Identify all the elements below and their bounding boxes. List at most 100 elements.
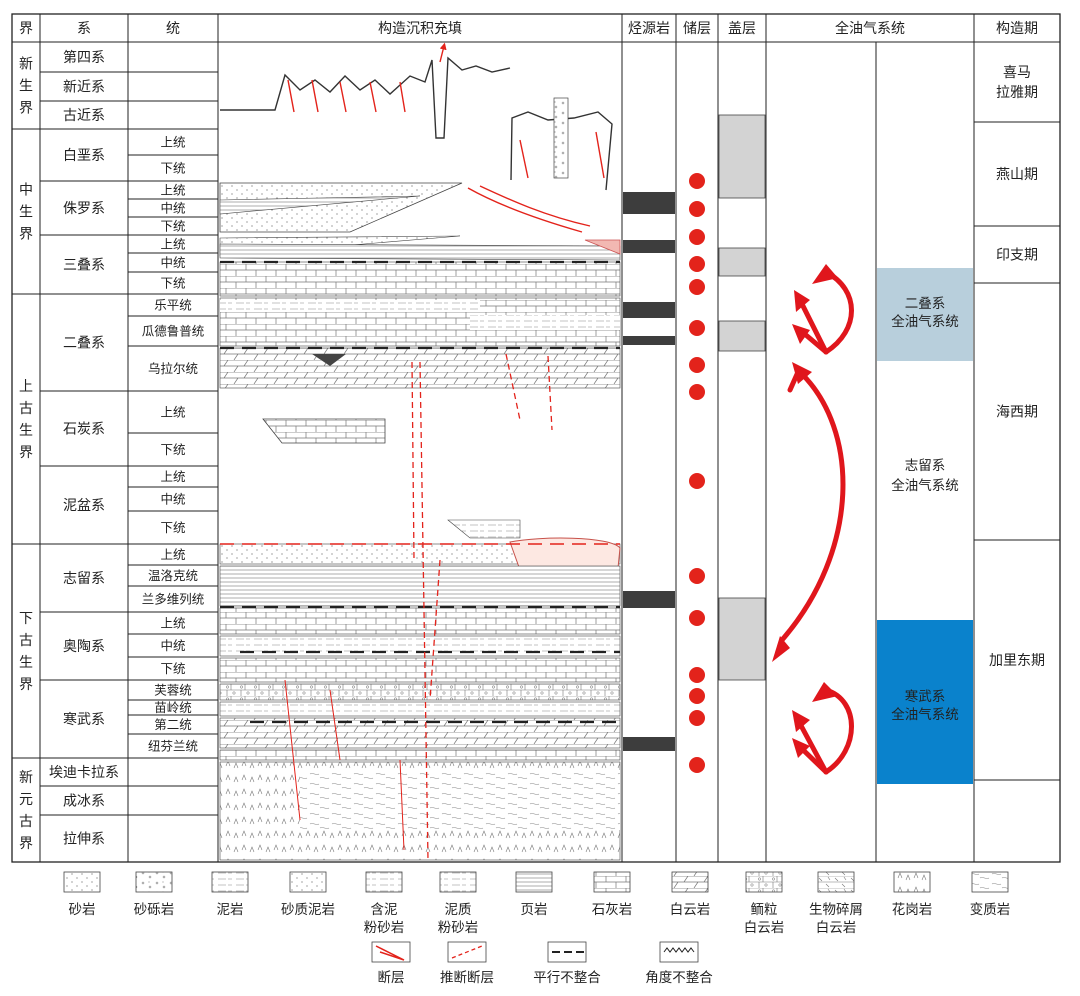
series-label: 下统 xyxy=(160,442,185,457)
era-char-1-0: 中 xyxy=(19,183,33,199)
legend-limestone-box xyxy=(593,871,631,893)
era-char-2-2: 生 xyxy=(19,423,33,439)
era-char-3-0: 下 xyxy=(19,611,33,627)
reservoir-dot xyxy=(689,229,705,245)
tectonic-period-label: 拉雅期 xyxy=(996,85,1038,101)
tectonic-period-label: 海西期 xyxy=(996,405,1038,421)
series-label: 乐平统 xyxy=(154,298,192,313)
system-label: 埃迪卡拉系 xyxy=(49,765,119,781)
era-char-1-1: 生 xyxy=(19,205,33,221)
migration-arrow-silurian xyxy=(779,369,846,643)
reservoir-column xyxy=(689,173,705,773)
tectonic-period-label: 加里东期 xyxy=(989,653,1045,669)
system-label: 寒武系 xyxy=(63,711,105,728)
legend-label-argillaceous-siltstone: 粉砂岩 xyxy=(438,920,479,936)
reservoir-dot xyxy=(689,320,705,336)
header-petroleum-system: 全油气系统 xyxy=(835,20,905,37)
source-rock-triassic xyxy=(623,240,675,253)
cap-rock-triassic xyxy=(718,247,766,277)
permian-system-label-2: 全油气系统 xyxy=(891,313,959,330)
system-label: 泥盆系 xyxy=(63,498,105,514)
legend-conglomerate-box xyxy=(135,871,173,893)
source-rock-permian-upper xyxy=(623,302,675,318)
tectonic-period-label: 燕山期 xyxy=(996,167,1038,183)
series-label: 下统 xyxy=(160,161,185,176)
header-tong: 统 xyxy=(166,21,180,37)
structure-column xyxy=(219,42,621,861)
series-label: 上统 xyxy=(160,469,185,484)
legend-label-oolitic-dolomite: 白云岩 xyxy=(744,920,785,936)
source-rock-silurian xyxy=(623,591,675,608)
series-column: 上统下统上统中统下统上统中统下统乐平统瓜德鲁普统乌拉尔统上统下统上统中统下统上统… xyxy=(142,135,205,754)
era-char-3-3: 界 xyxy=(19,677,33,693)
legend-label-mudstone: 泥岩 xyxy=(217,902,244,918)
source-rock-jurassic xyxy=(623,192,675,214)
header-structure: 构造沉积充填 xyxy=(378,21,462,37)
legend-sandy-mudstone-box xyxy=(289,871,327,893)
era-char-0-1: 生 xyxy=(19,79,33,95)
source-rock-column xyxy=(623,192,675,751)
reservoir-dot xyxy=(689,384,705,400)
source-rock-cambrian xyxy=(623,737,675,751)
reservoir-dot xyxy=(689,667,705,683)
series-label: 下统 xyxy=(160,520,185,535)
legend-mudstone-box xyxy=(211,871,249,893)
cambrian-system-label-2: 全油气系统 xyxy=(891,706,959,723)
system-label: 白垩系 xyxy=(63,148,105,164)
legend-sandstone-box xyxy=(63,871,101,893)
series-label: 上统 xyxy=(160,405,185,420)
header-reservoir: 储层 xyxy=(683,21,711,37)
era-char-4-3: 界 xyxy=(19,836,33,852)
header-tectonic: 构造期 xyxy=(996,21,1038,37)
system-label: 古近系 xyxy=(63,108,105,124)
legend-shale-box xyxy=(515,871,553,893)
legend-label-sandy-mudstone: 砂质泥岩 xyxy=(281,902,335,918)
legend-label-argillaceous-siltstone: 泥质 xyxy=(445,902,472,918)
reservoir-dot xyxy=(689,256,705,272)
legend-label-muddy-siltstone: 含泥 xyxy=(371,902,398,918)
legend-dolomite-box xyxy=(671,871,709,893)
series-label: 乌拉尔统 xyxy=(148,361,198,376)
era-char-4-0: 新 xyxy=(19,770,33,786)
legend-row2: 断层 推断断层 平行不整合 角度不整合 xyxy=(371,941,713,986)
system-label: 新近系 xyxy=(63,80,105,96)
legend-fault-box xyxy=(371,941,411,963)
cap-rock-cretaceous xyxy=(718,114,766,199)
cap-rock-ordovician xyxy=(718,597,766,681)
system-label: 第四系 xyxy=(63,49,105,66)
system-label: 拉伸系 xyxy=(63,832,105,848)
reservoir-dot xyxy=(689,688,705,704)
legend-angular-unconformity-box xyxy=(659,941,699,963)
legend-label-granite: 花岗岩 xyxy=(892,902,933,918)
header-cap: 盖层 xyxy=(728,21,756,37)
legend-label-fault: 断层 xyxy=(378,970,405,986)
legend-label-parallel-unconformity: 平行不整合 xyxy=(533,970,601,986)
legend-argillaceous-siltstone-box xyxy=(439,871,477,893)
legend-label-oolitic-dolomite: 鲕粒 xyxy=(751,902,778,918)
reservoir-dot xyxy=(689,610,705,626)
reservoir-dot xyxy=(689,568,705,584)
legend-label-limestone: 石灰岩 xyxy=(592,902,633,918)
era-char-3-1: 古 xyxy=(19,633,33,649)
series-label: 温洛克统 xyxy=(148,568,198,583)
legend-granite-box xyxy=(893,871,931,893)
source-rock-permian-middle xyxy=(623,336,675,345)
series-label: 苗岭统 xyxy=(154,700,192,715)
cap-rock-permian xyxy=(718,320,766,352)
legend-label-sandstone: 砂岩 xyxy=(69,902,96,918)
series-label: 上统 xyxy=(160,547,185,562)
system-label: 侏罗系 xyxy=(63,201,105,217)
series-label: 上统 xyxy=(160,183,185,198)
series-label: 第二统 xyxy=(154,717,192,732)
permian-system-label-1: 二叠系 xyxy=(905,296,946,312)
series-label: 中统 xyxy=(160,638,185,653)
series-label: 中统 xyxy=(160,255,185,270)
system-label: 石炭系 xyxy=(63,422,105,438)
era-char-2-3: 界 xyxy=(19,445,33,461)
tectonic-period-label: 印支期 xyxy=(996,248,1038,264)
table-grid xyxy=(11,13,1061,863)
series-label: 下统 xyxy=(160,276,185,291)
legend-label-angular-unconformity: 角度不整合 xyxy=(645,970,713,986)
